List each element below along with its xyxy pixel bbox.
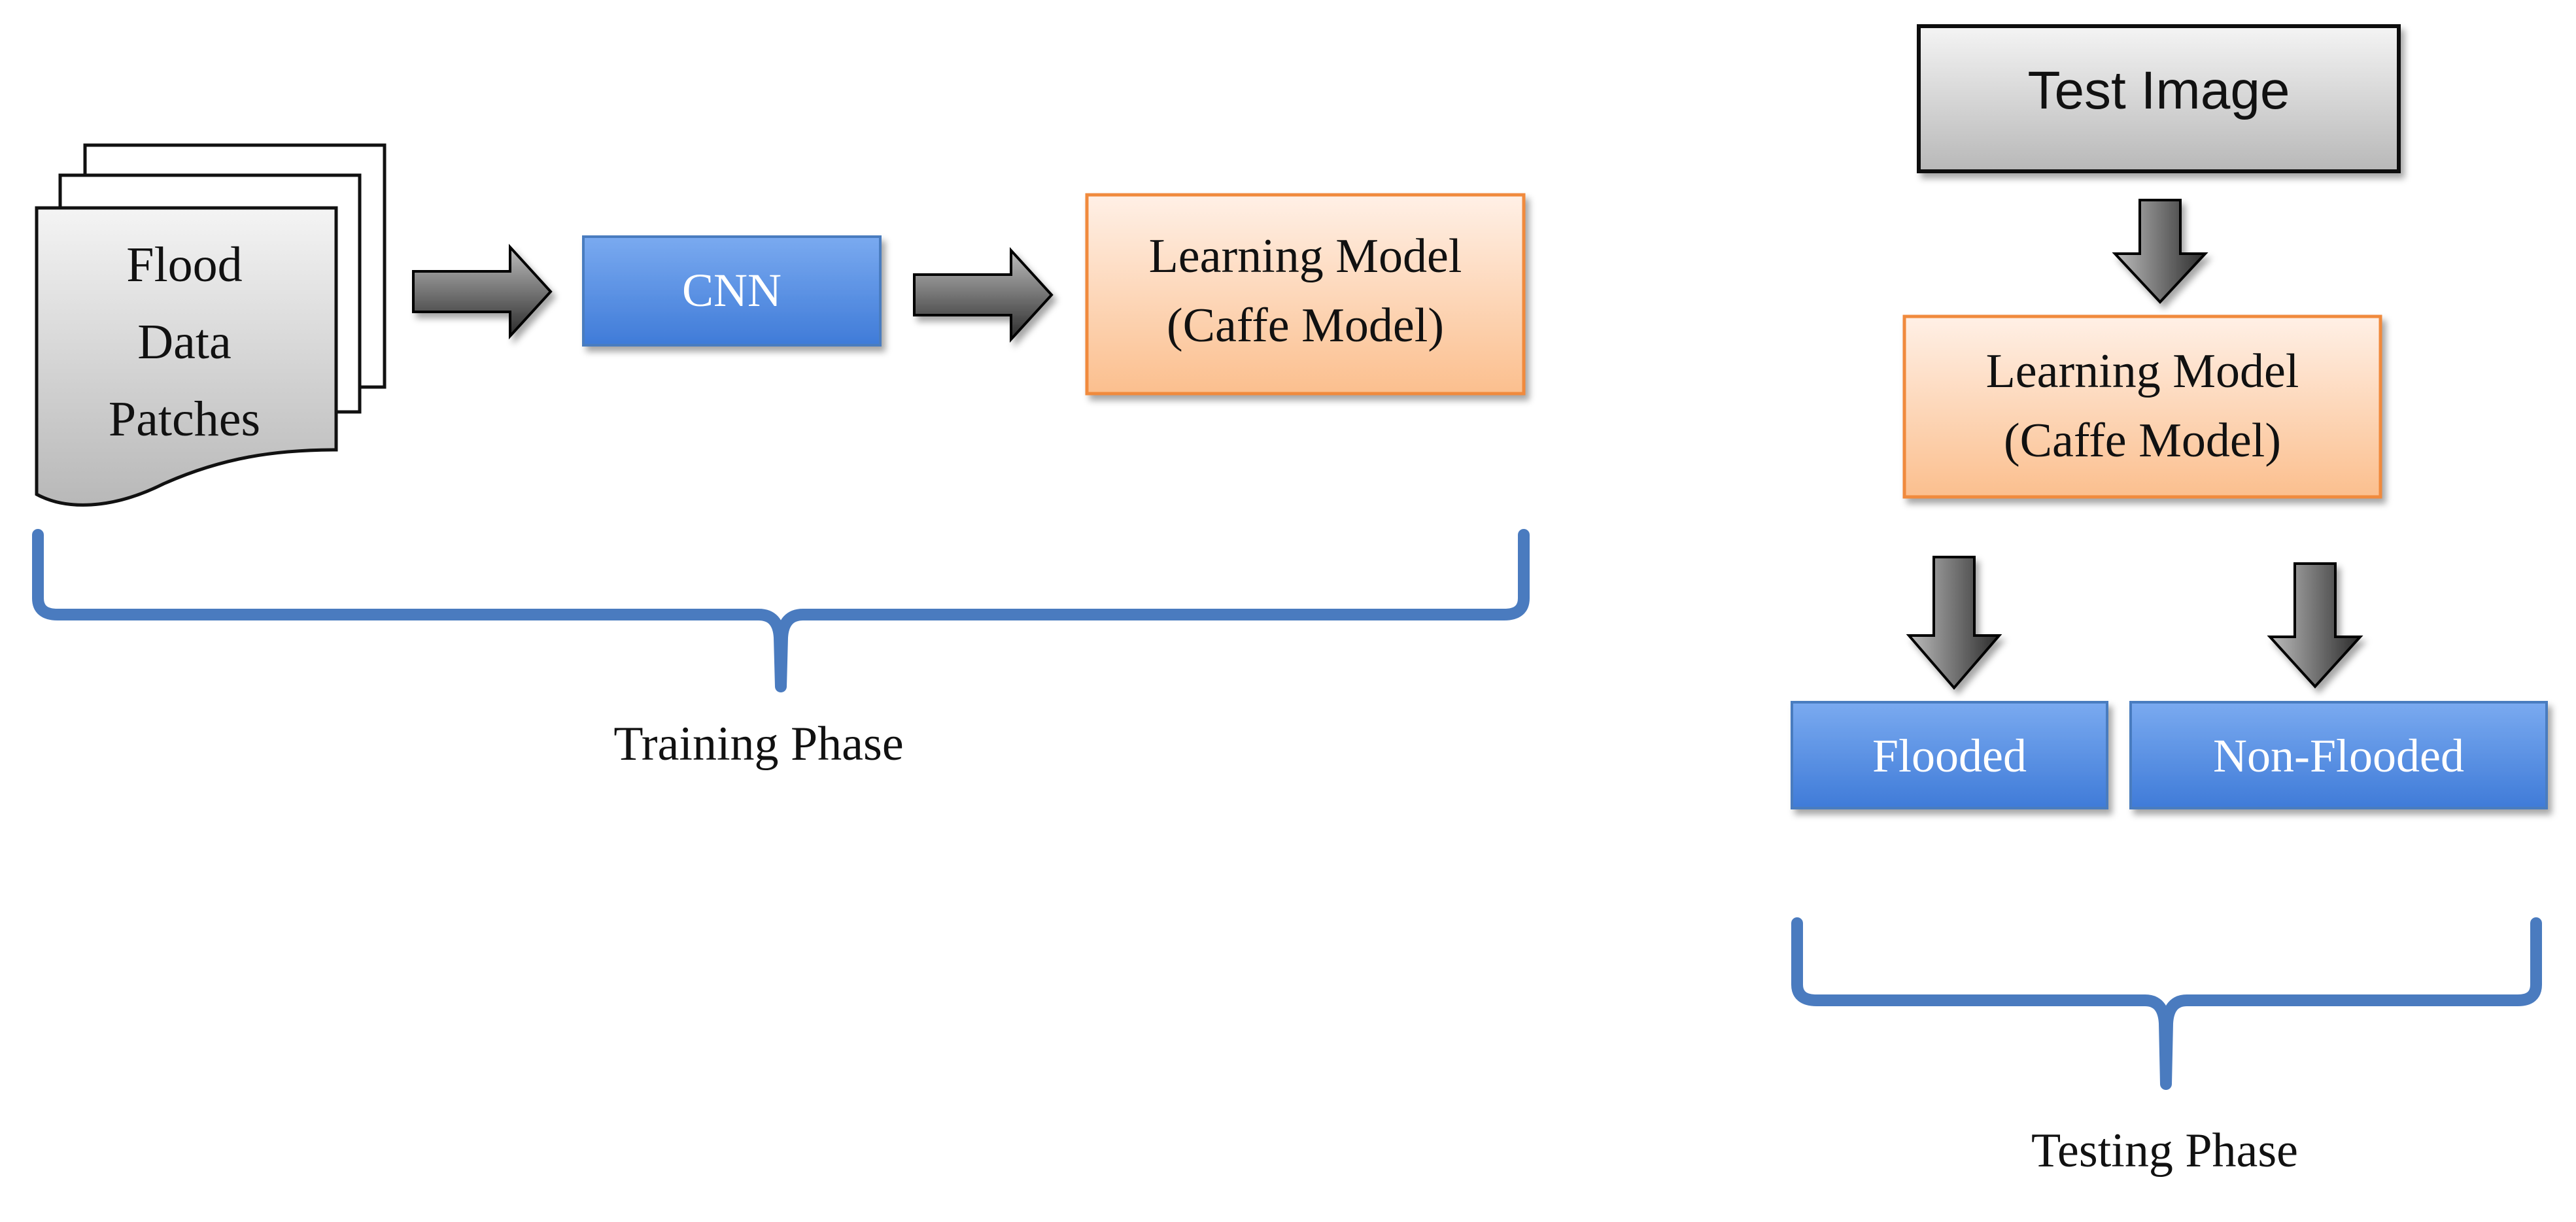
non-flooded-label: Non-Flooded — [2213, 730, 2464, 782]
testing-phase-brace — [1791, 917, 2542, 1090]
test-image-box: Test Image — [1917, 24, 2401, 173]
flooded-label: Flooded — [1872, 730, 2027, 782]
doc-line-1: Flood — [126, 237, 242, 292]
arrow-down-icon — [2267, 562, 2363, 688]
doc-line-3: Patches — [109, 392, 260, 447]
arrow-right-icon — [412, 243, 553, 340]
learning-model-line-1: Learning Model — [1986, 345, 2299, 398]
training-phase-label: Training Phase — [613, 717, 903, 771]
learning-model-line-2: (Caffe Model) — [1167, 299, 1444, 352]
arrow-down-icon — [2112, 199, 2208, 304]
cnn-box: CNN — [582, 235, 882, 347]
flooded-box: Flooded — [1791, 701, 2108, 809]
arrow-right-icon — [913, 246, 1054, 343]
flood-data-patches-document: Flood Data Patches — [35, 143, 386, 507]
non-flooded-box: Non-Flooded — [2129, 701, 2548, 809]
learning-model-box-testing: Learning Model (Caffe Model) — [1902, 314, 2382, 499]
testing-phase-label: Testing Phase — [2031, 1124, 2298, 1178]
test-image-label: Test Image — [2027, 61, 2290, 120]
learning-model-line-2: (Caffe Model) — [2004, 414, 2281, 467]
learning-model-line-1: Learning Model — [1149, 229, 1462, 283]
arrow-down-icon — [1906, 556, 2002, 690]
doc-sheet-front — [35, 206, 338, 507]
learning-model-box-training: Learning Model (Caffe Model) — [1085, 193, 1526, 396]
doc-line-2: Data — [137, 314, 231, 369]
cnn-label: CNN — [682, 264, 781, 316]
training-phase-brace — [32, 529, 1530, 692]
